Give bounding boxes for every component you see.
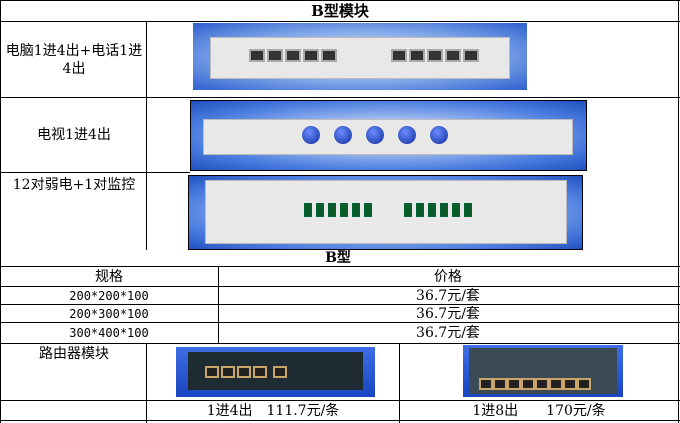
page-title: B型模块 [311,2,369,20]
row-label-computer-phone: 电脑1进4出+电话1进4出 [5,43,143,77]
router-option-4port: 1进4出 111.7元/条 [206,402,340,419]
computer-phone-module-image [193,23,527,90]
router-option-8port: 1进8出 170元/条 [472,402,606,419]
tv-module-image [190,100,587,171]
row-label-low-voltage: 12对弱电+1对监控 [12,177,136,193]
router-label: 路由器模块 [39,346,109,362]
section-title-b-type: B型 [325,250,351,266]
price-cell: 36.7元/套 [416,287,480,304]
spec-cell: 300*400*100 [69,326,149,340]
spec-cell: 200*200*100 [69,288,149,303]
price-header: 价格 [434,268,462,285]
row-label-tv: 电视1进4出 [37,127,111,143]
router-4port-image [176,347,375,397]
spec-header: 规格 [95,268,123,285]
price-cell: 36.7元/套 [416,325,480,341]
router-8port-image [463,345,623,397]
spec-cell: 200*300*100 [69,306,149,321]
low-voltage-module-image [188,175,583,250]
price-cell: 36.7元/套 [416,305,480,322]
